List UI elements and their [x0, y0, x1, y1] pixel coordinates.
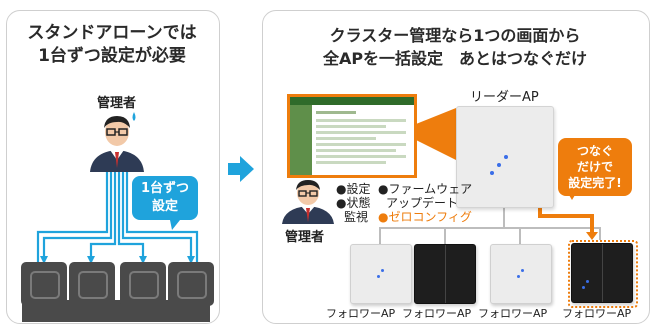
- cluster-title-line2: 全APを一括設定 あとはつなぐだけ: [322, 49, 588, 68]
- follower-ap-1: [350, 244, 412, 304]
- cluster-title-line1: クラスター管理なら1つの画面から: [329, 26, 581, 45]
- follower-label-2: フォロワーAP: [402, 307, 472, 320]
- feature-setting: ●設定: [336, 182, 371, 196]
- standalone-ap-1: [21, 262, 67, 306]
- cluster-admin-person-icon: [282, 180, 334, 224]
- management-screen: [287, 94, 417, 178]
- standalone-title-line2: 1台ずつ設定が必要: [38, 46, 186, 66]
- orange-callout-line1: つなぐ: [576, 144, 613, 158]
- leader-ap-label: リーダーAP: [470, 90, 539, 105]
- orange-callout-line2: だけで: [576, 160, 613, 174]
- connect-complete-callout: つなぐ だけで 設定完了!: [558, 138, 632, 196]
- cluster-title: クラスター管理なら1つの画面から 全APを一括設定 あとはつなぐだけ: [262, 24, 648, 70]
- standalone-ap-4: [168, 262, 214, 306]
- new-ap-highlight: [568, 240, 638, 308]
- standalone-ap-3: [120, 262, 166, 306]
- admin-person-icon: [90, 112, 144, 172]
- follower-ap-3: [490, 244, 552, 304]
- standalone-ap-2: [69, 262, 115, 306]
- orange-callout-line3: 設定完了!: [568, 176, 622, 190]
- feature-zero-config: ●ゼロコンフィグ: [378, 210, 472, 224]
- callout-line2: 設定: [151, 199, 178, 214]
- left-admin-label: 管理者: [97, 96, 137, 111]
- standalone-title: スタンドアローンでは 1台ずつ設定が必要: [6, 22, 218, 68]
- follower-label-3: フォロワーAP: [478, 307, 548, 320]
- follower-ap-2: [414, 244, 476, 304]
- cluster-admin-label: 管理者: [285, 230, 325, 245]
- feature-status-monitor: 監視: [344, 210, 369, 224]
- leader-ap: [456, 106, 554, 208]
- standalone-title-line1: スタンドアローンでは: [27, 23, 197, 43]
- arrow-right-icon: [228, 156, 254, 182]
- feature-status: ●状態: [336, 196, 371, 210]
- follower-ap-4: [571, 243, 633, 303]
- feature-firmware: ●ファームウェア: [378, 182, 473, 196]
- feature-firmware-update: アップデート: [386, 196, 459, 210]
- one-by-one-setting-callout: 1台ずつ 設定: [132, 176, 198, 220]
- callout-line1: 1台ずつ: [140, 181, 190, 196]
- follower-label-1: フォロワーAP: [326, 307, 396, 320]
- follower-label-4: フォロワーAP: [562, 307, 632, 320]
